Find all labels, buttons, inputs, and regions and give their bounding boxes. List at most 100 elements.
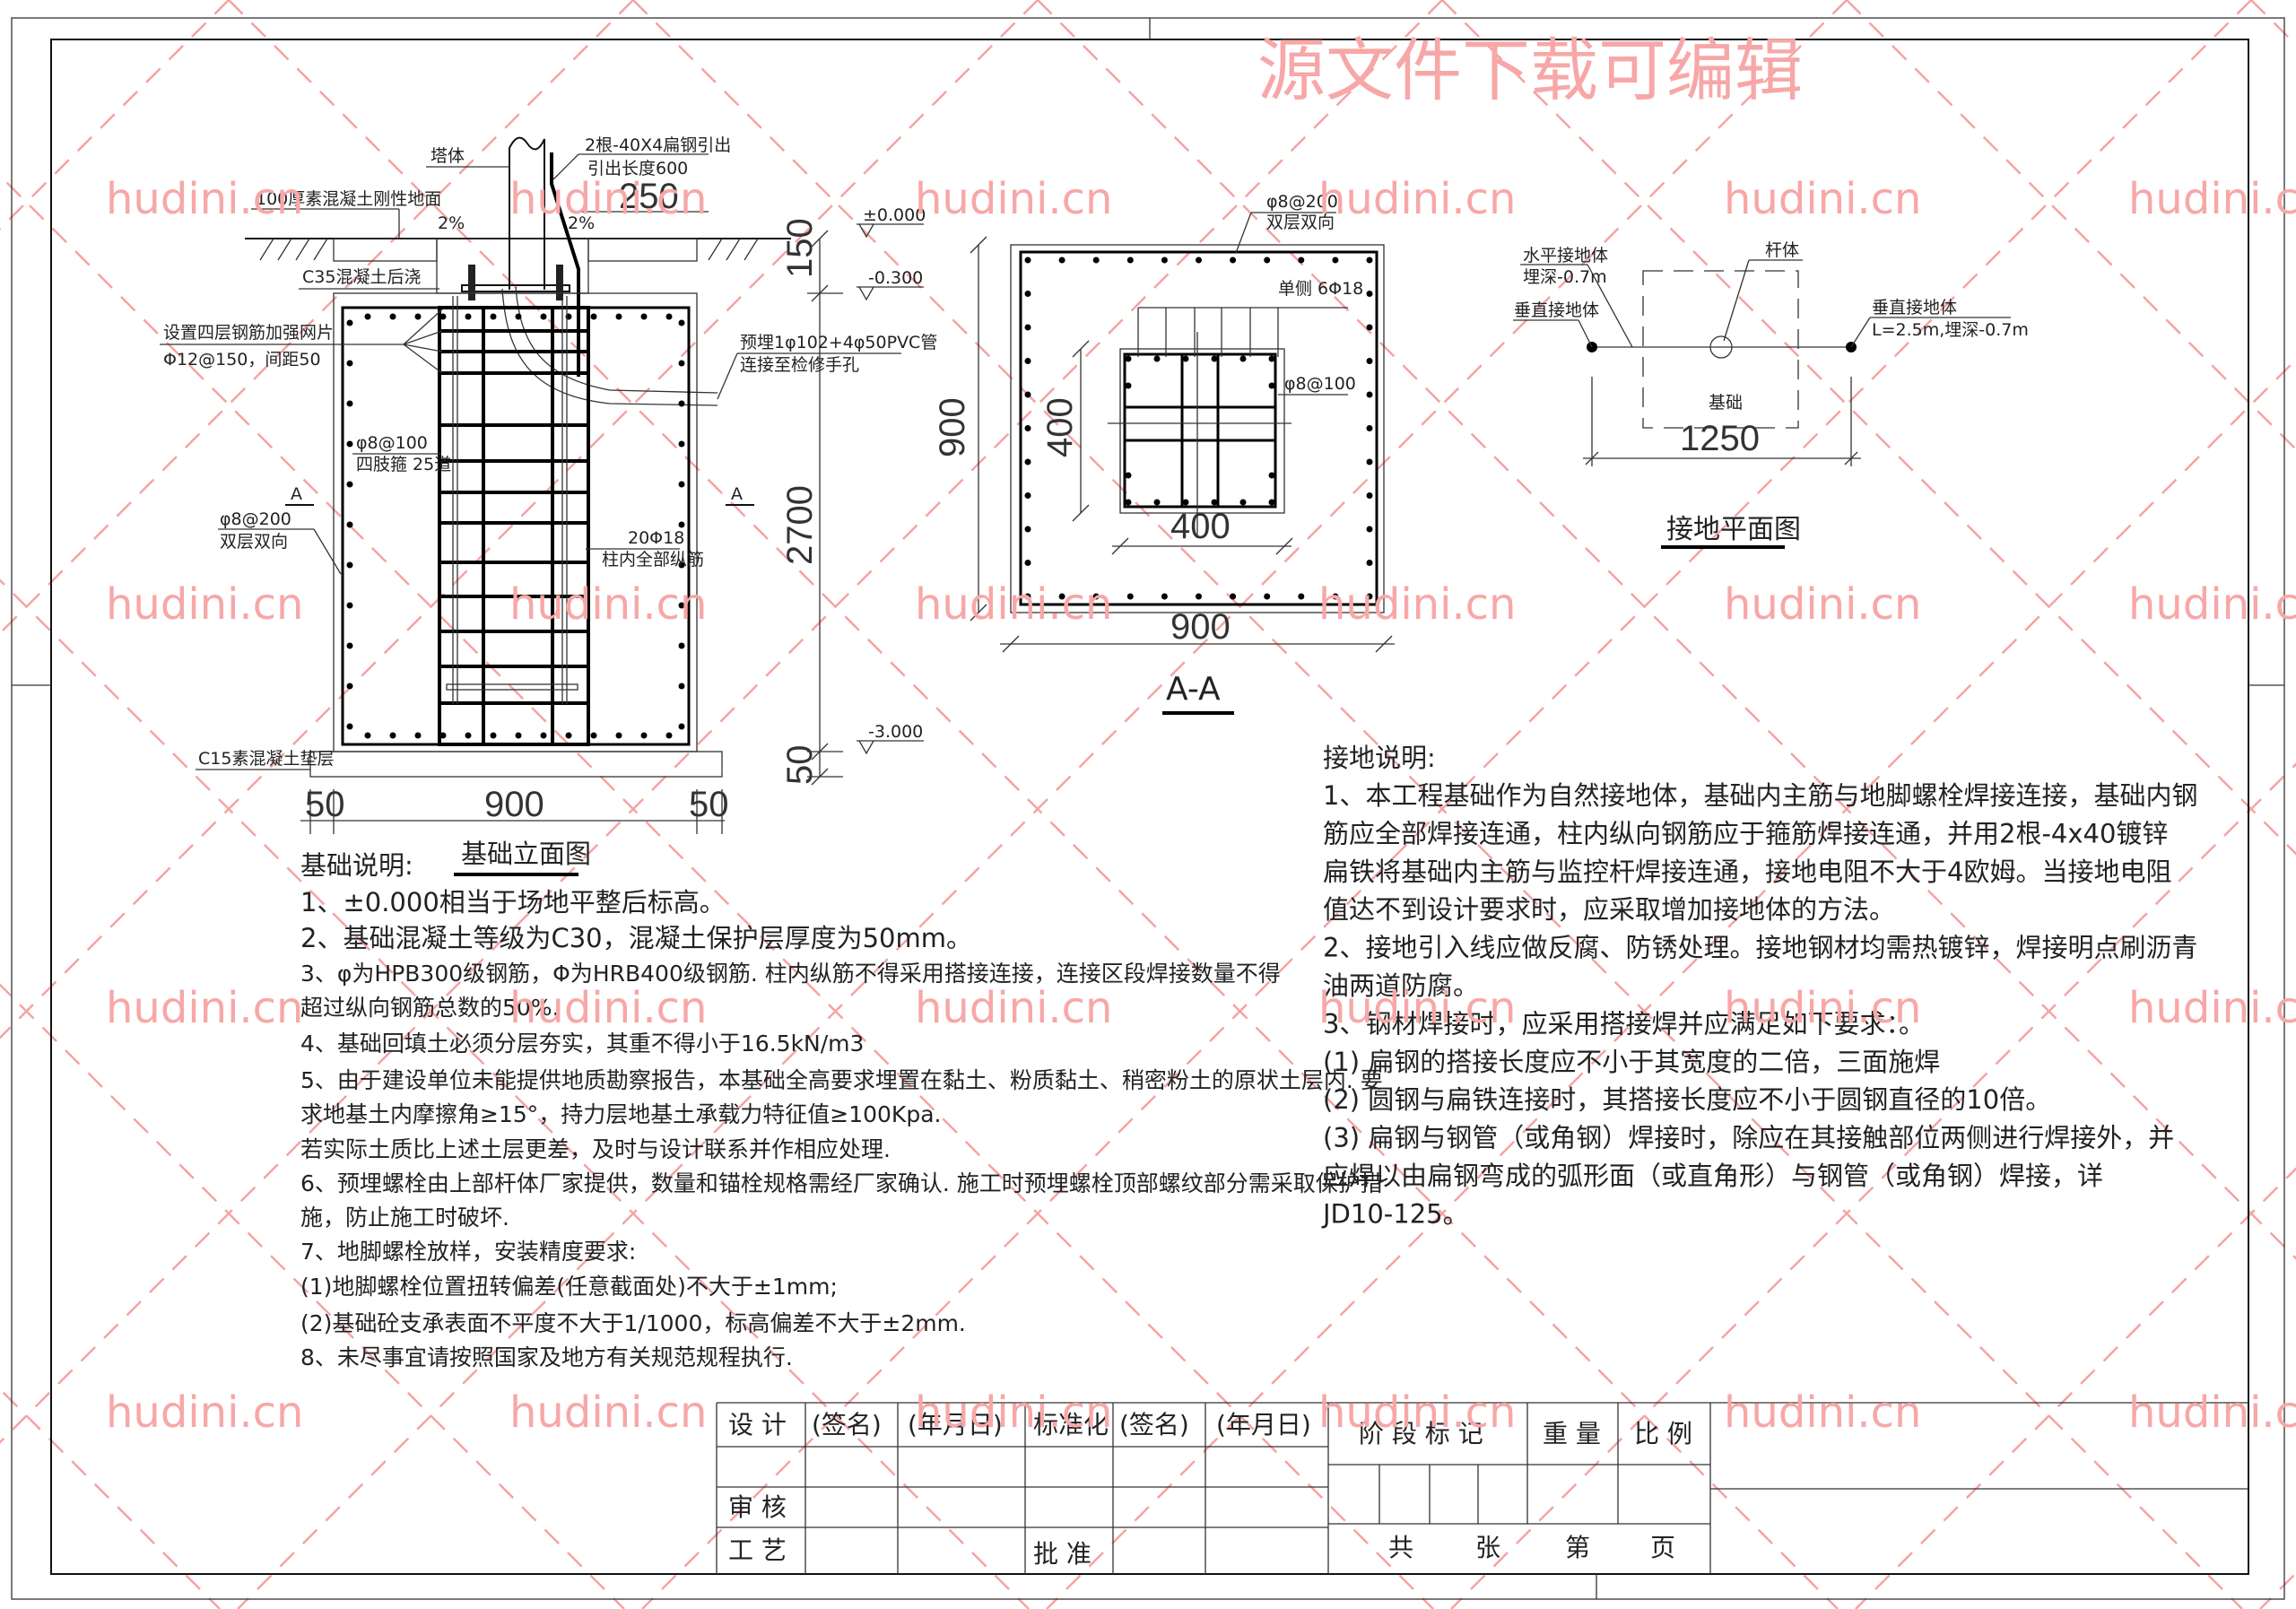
- watermark-site: hudini.cn: [1724, 983, 1921, 1033]
- grounding-note-line: 筋应全部焊接连通，柱内纵向钢筋应于箍筋焊接连通，并用2根-4x40镀锌: [1323, 818, 2168, 848]
- pvc-pipe: [515, 286, 718, 394]
- grounding-note-line: 3、钢材焊接时，应采用搭接焊并应满足如下要求：。: [1323, 1008, 1925, 1039]
- label-mesh: 设置四层钢筋加强网片: [163, 323, 334, 343]
- tb-approve: 批 准: [1033, 1539, 1091, 1569]
- watermark-site: hudini.cn: [915, 579, 1112, 630]
- label-stirrup: φ8@100: [1284, 374, 1356, 394]
- watermark-site: hudini.cn: [509, 579, 707, 630]
- foundation-note-line: 1、±0.000相当于场地平整后标高。: [300, 887, 726, 918]
- grounding-note-line: 油两道防腐。: [1323, 970, 1479, 1001]
- grounding-note-line: (2) 圆钢与扁铁连接时，其搭接长度应不小于圆钢直径的10倍。: [1323, 1084, 2051, 1115]
- watermark-title: 源文件下载可编辑: [1257, 30, 1803, 110]
- tb-number: 第: [1565, 1533, 1590, 1562]
- grounding-note-line: (3) 扁钢与钢管（或角钢）焊接时，除应在其接触部位两侧进行焊接外，并: [1323, 1123, 2174, 1153]
- foundation-note-line: 7、地脚螺栓放样，安装精度要求:: [300, 1239, 636, 1265]
- grounding-note-line: 扁铁将基础内主筋与监控杆焊接连通，接地电阻不大于4欧姆。当接地电阻: [1323, 857, 2171, 887]
- c15-pad: [309, 751, 723, 778]
- watermark-site: hudini.cn: [2128, 174, 2296, 224]
- elevation-0: ±0.000: [863, 205, 926, 225]
- watermark-site: hudini.cn: [1318, 174, 1516, 224]
- section-mark-left: A: [291, 484, 302, 504]
- dim-150: 150: [780, 218, 820, 278]
- tb-standardization: 标准化: [1033, 1410, 1109, 1439]
- tb-total: 共: [1388, 1533, 1413, 1562]
- label-single-side: 单侧 6Φ18: [1278, 279, 1363, 299]
- watermark-site: hudini.cn: [509, 174, 707, 224]
- grounding-note-line: 应焊以由扁钢弯成的弧形面（或直角形）与钢管（或角钢）焊接，详: [1323, 1161, 2103, 1191]
- watermark-site: hudini.cn: [1724, 1387, 1921, 1438]
- foundation-note-line: 5、由于建设单位未能提供地质勘察报告，本基础全高要求埋置在黏土、粉质黏土、稍密粉…: [300, 1067, 1383, 1093]
- label-vertical-electrode-right: 垂直接地体: [1872, 298, 1957, 317]
- tb-weight: 重 量: [1543, 1419, 1601, 1448]
- rebar-dots: [1024, 257, 1373, 600]
- grounding-note-line: 值达不到设计要求时，应采取增加接地体的方法。: [1323, 894, 1895, 925]
- watermark-site: hudini.cn: [106, 983, 303, 1033]
- tb-scale: 比 例: [1634, 1419, 1692, 1448]
- watermarks: 源文件下载可编辑 hudini.cn hudini.cn hudini.cn hudi…: [106, 30, 2296, 1438]
- tb-sign-1: (签名): [812, 1410, 882, 1439]
- label-bar-spec: φ8@200: [220, 509, 291, 529]
- label-bar-layer: 双层双向: [220, 532, 288, 552]
- tb-review: 审 核: [728, 1492, 787, 1522]
- tb-date-1: (年月日): [908, 1410, 1003, 1439]
- sheet-frame: [11, 17, 2285, 1600]
- label-flat-steel: 2根-40X4扁钢引出: [585, 135, 731, 155]
- foundation-notes-heading: 基础说明:: [300, 850, 413, 881]
- grounding-note-line: 1、本工程基础作为自然接地体，基础内主筋与地脚螺栓焊接连接，基础内钢: [1323, 780, 2197, 811]
- tb-process: 工 艺: [728, 1535, 787, 1565]
- elevation-title: 基础立面图: [461, 839, 591, 869]
- elevation-minus-3: -3.000: [868, 722, 923, 742]
- foundation-note-line: 4、基础回填土必须分层夯实，其重不得小于16.5kN/m3: [300, 1031, 864, 1057]
- tb-design: 设 计: [728, 1410, 787, 1439]
- label-stirrup-count: 四肢箍 25道: [356, 455, 451, 474]
- label-slab: 100厚素混凝土刚性地面: [256, 189, 441, 209]
- grounding-note-line: 2、接地引入线应做反腐、防锈处理。接地钢材均需热镀锌，焊接明点刷沥青: [1323, 933, 2197, 963]
- label-c35: C35混凝土后浇: [302, 267, 421, 287]
- watermark-site: hudini.cn: [2128, 983, 2296, 1033]
- label-vertical-electrode-left: 垂直接地体: [1514, 300, 1599, 320]
- grounding-notes-heading: 接地说明:: [1323, 743, 1436, 773]
- elevation-minus-0-3: -0.300: [868, 268, 923, 288]
- label-slope-right: 2%: [568, 213, 595, 233]
- label-tower: 塔体: [430, 146, 465, 166]
- dim-900-horizontal: 900: [1170, 607, 1231, 647]
- label-horizontal-depth: 埋深-0.7m: [1523, 267, 1607, 287]
- grounding-plan: 水平接地体 埋深-0.7m 垂直接地体 杆体 垂直接地体 L=2.5m,埋深-0…: [1513, 240, 2029, 549]
- grounding-notes: 接地说明: 1、本工程基础作为自然接地体，基础内主筋与地脚螺栓焊接连接，基础内钢…: [1321, 743, 2197, 1229]
- dim-50-right: 50: [689, 785, 729, 824]
- dim-900-vertical: 900: [933, 397, 972, 457]
- label-pole: 杆体: [1765, 240, 1799, 260]
- watermark-site: hudini.cn: [915, 983, 1112, 1033]
- label-pvc-link: 连接至检修手孔: [740, 355, 859, 375]
- title-block: 设 计 (签名) (年月日) 标准化 (签名) (年月日) 审 核 工 艺 批 …: [716, 1402, 2248, 1574]
- foundation-note-line: (1)地脚螺栓位置扭转偏差(任意截面处)不大于±1mm;: [300, 1274, 838, 1300]
- label-slope-left: 2%: [438, 213, 465, 233]
- dim-400-horizontal: 400: [1170, 507, 1231, 546]
- foundation-note-line: 施，防止施工时破坏.: [300, 1205, 509, 1231]
- foundation-note-line: 若实际土质比上述土层更差，及时与设计联系并作相应处理.: [300, 1136, 891, 1162]
- watermark-site: hudini.cn: [509, 1387, 707, 1438]
- watermark-site: hudini.cn: [106, 1387, 303, 1438]
- label-stirrup: φ8@100: [356, 433, 428, 453]
- label-mesh-spec: Φ12@150，间距50: [163, 350, 321, 370]
- label-lead-length: 引出长度600: [587, 159, 688, 178]
- watermark-site: hudini.cn: [106, 174, 303, 224]
- grounding-note-line: (1) 扁钢的搭接长度应不小于其宽度的二倍，三面施焊: [1323, 1047, 1940, 1077]
- section-mark-right: A: [731, 484, 743, 504]
- label-long-bar-desc: 柱内全部纵筋: [602, 550, 704, 570]
- dim-900: 900: [484, 785, 544, 824]
- grounding-plan-title: 接地平面图: [1666, 514, 1801, 545]
- dim-400-vertical: 400: [1040, 397, 1080, 457]
- grounding-note-line: JD10-125。: [1321, 1198, 1469, 1229]
- watermark-site: hudini.cn: [915, 1387, 1112, 1438]
- foundation-note-line: (2)基础砼支承表面不平度不大于1/1000，标高偏差不大于±2mm.: [300, 1310, 966, 1336]
- label-c15: C15素混凝土垫层: [198, 749, 334, 769]
- watermark-site: hudini.cn: [2128, 579, 2296, 630]
- watermark-site: hudini.cn: [1724, 579, 1921, 630]
- dim-50-left: 50: [305, 785, 345, 824]
- rebar-dots: [346, 313, 685, 739]
- dim-1250: 1250: [1680, 419, 1760, 458]
- pole-circle: [1709, 335, 1733, 359]
